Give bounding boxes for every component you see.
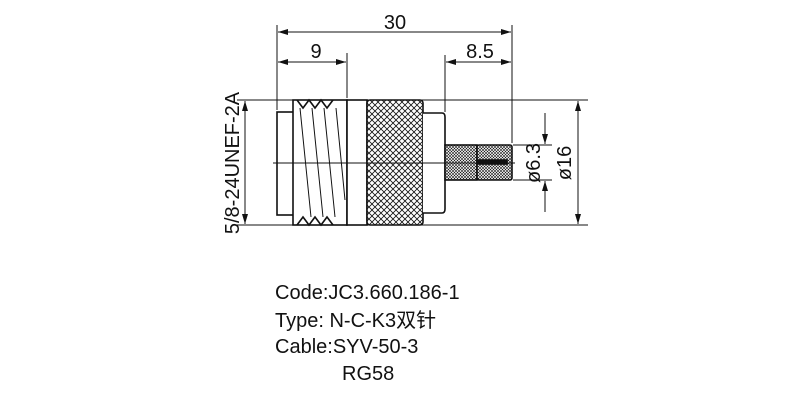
cable-text: Cable:SYV-50-3 <box>275 336 419 358</box>
dim-label-8-5: 8.5 <box>466 41 494 63</box>
cable-alt-text: RG58 <box>342 363 395 385</box>
dim-label-30: 30 <box>384 12 406 34</box>
dim-label-16: ø16 <box>554 146 576 180</box>
type-text: Type: N-C-K3双针 <box>275 310 437 332</box>
code-text: Code:JC3.660.186-1 <box>275 282 460 304</box>
thread-teeth <box>296 98 334 227</box>
dim-label-9: 9 <box>310 41 321 63</box>
pin-slot <box>476 159 508 165</box>
dim-label-6-3: ø6.3 <box>523 143 545 183</box>
dim-label-thread: 5/8-24UNEF-2A <box>222 91 244 234</box>
